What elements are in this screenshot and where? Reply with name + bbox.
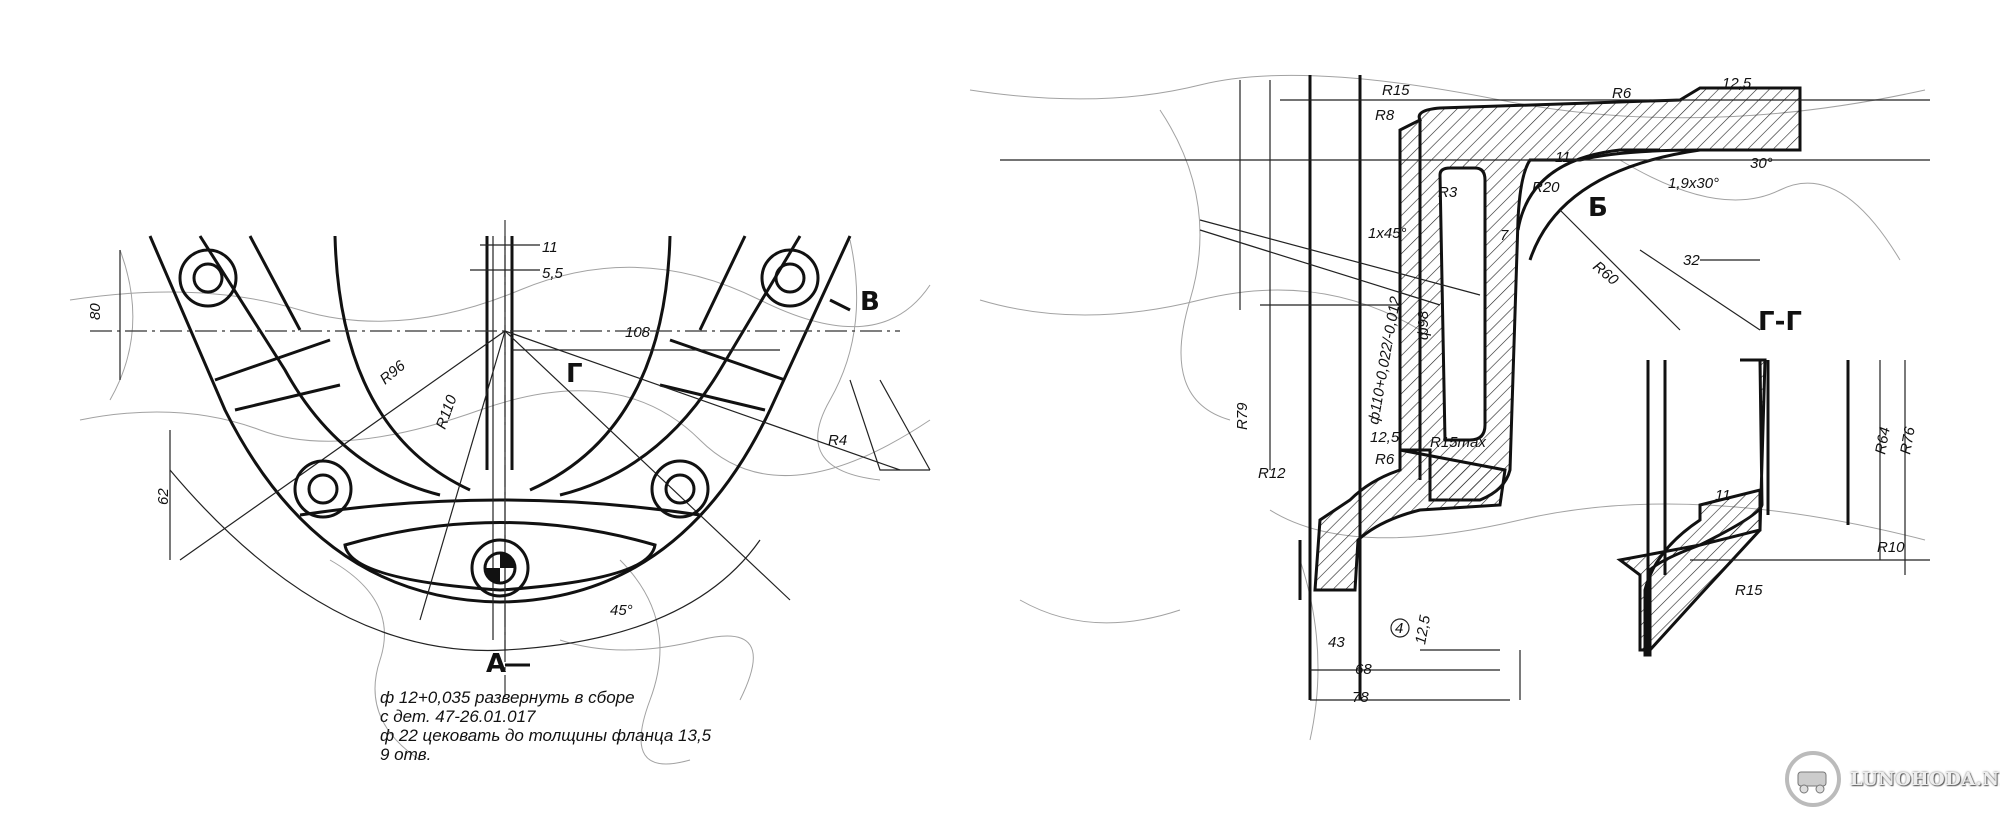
dim-11: 11 — [1555, 149, 1571, 166]
dim-r12: R12 — [1258, 465, 1286, 482]
dim-43: 43 — [1328, 634, 1345, 651]
dim-r96: R96 — [377, 357, 410, 388]
watermark-text: LUNOHODA.NET — [1850, 768, 2000, 790]
dim-108: 108 — [625, 324, 651, 341]
dim-r15max: R15max — [1430, 434, 1486, 451]
dim-r76: R76 — [1897, 425, 1919, 456]
dim-r6: R6 — [1612, 85, 1632, 102]
bolt-hole — [178, 248, 238, 308]
dim-r8: R8 — [1375, 107, 1395, 124]
dim-45-deg: 45° — [610, 602, 633, 619]
section-marker-a: А — [486, 649, 506, 679]
dim-r15: R15 — [1382, 82, 1410, 99]
note-line: ф 12+0,035 развернуть в сборе — [380, 688, 635, 707]
dim-30-deg: 30° — [1750, 155, 1773, 172]
dim-11: 11 — [542, 239, 558, 256]
dim-r10: R10 — [1877, 539, 1905, 556]
section-views: R15 R8 R6 12,5 11 R20 R3 1x45° 7 R60 1,9… — [969, 74, 1930, 741]
lunokhod-emblem-icon — [1785, 751, 1841, 807]
dim-r110: R110 — [433, 392, 461, 431]
dim-r20: R20 — [1532, 179, 1560, 196]
position-number: 4 — [1395, 620, 1403, 637]
dim-r60: R60 — [1589, 258, 1622, 289]
dim-12-5: 12,5 — [1722, 75, 1752, 92]
dim-d98: ф98 — [1415, 310, 1432, 340]
bolt-hole — [760, 248, 820, 308]
dim-1x45: 1x45° — [1368, 225, 1407, 242]
dim-r15-gg: R15 — [1735, 582, 1763, 599]
flange-plan-view: 80 62 R96 R110 11 5,5 108 R4 45° Г В А — [69, 220, 931, 765]
dim-32: 32 — [1683, 252, 1700, 269]
dim-r79: R79 — [1234, 402, 1251, 430]
dim-78: 78 — [1352, 689, 1369, 706]
center-hole — [470, 538, 530, 598]
dim-r64: R64 — [1872, 426, 1894, 456]
technical-note: ф 12+0,035 развернуть в сборе с дет. 47-… — [380, 688, 711, 764]
dim-1-9x30: 1,9x30° — [1668, 175, 1719, 192]
bolt-hole — [650, 459, 710, 519]
dim-12-5-b: 12,5 — [1370, 429, 1400, 446]
section-marker-v: В — [860, 287, 880, 317]
section-label-b: Б — [1588, 193, 1608, 223]
dim-5-5: 5,5 — [542, 265, 564, 282]
note-line: ф 22 цековать до толщины фланца 13,5 — [380, 726, 712, 745]
dim-7: 7 — [1500, 227, 1509, 244]
dim-r6-b: R6 — [1375, 451, 1395, 468]
section-label-g-g: Г-Г — [1758, 307, 1802, 337]
dim-80: 80 — [87, 303, 104, 320]
roughness-12-5: 12,5 — [1412, 613, 1434, 645]
dim-62: 62 — [155, 488, 172, 505]
dim-r4: R4 — [828, 432, 847, 449]
note-line: с дет. 47-26.01.017 — [380, 707, 536, 726]
dim-r3: R3 — [1438, 184, 1458, 201]
paper-texture — [69, 239, 931, 765]
section-marker-g: Г — [566, 359, 583, 389]
watermark-logo: LUNOHODA.NET — [1782, 748, 2000, 810]
note-line: 9 отв. — [380, 745, 432, 764]
dim-11-gg: 11 — [1715, 487, 1731, 504]
bolt-hole — [293, 459, 353, 519]
dim-68: 68 — [1355, 661, 1372, 678]
